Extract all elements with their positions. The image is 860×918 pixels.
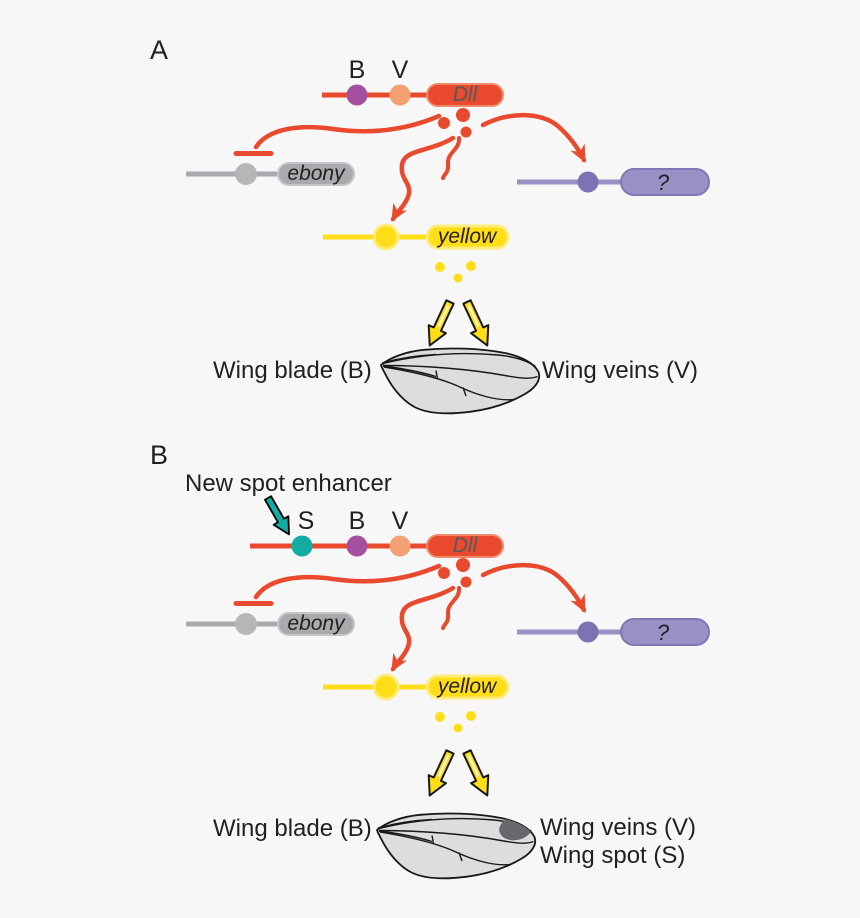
- wing-blade-caption-b: Wing blade (B): [213, 815, 372, 842]
- regulatory-network-a: [186, 108, 709, 350]
- enhancer-b-site: [346, 535, 368, 557]
- wing-veins-caption-b: Wing veins (V): [540, 814, 696, 841]
- enhancer-v-site: [389, 84, 411, 106]
- dll-locus-b: S B V Dll: [250, 507, 504, 558]
- regulatory-network-b: [186, 558, 709, 800]
- enhancer-v-label: V: [392, 56, 409, 84]
- dll-gene-box: [426, 534, 504, 558]
- new-spot-enhancer-annotation: New spot enhancer: [185, 470, 392, 497]
- enhancer-b-site: [346, 84, 368, 106]
- dll-locus-a: B V Dll: [322, 56, 504, 107]
- wing-spot-caption-b: Wing spot (S): [540, 842, 685, 869]
- enhancer-v-site: [389, 535, 411, 557]
- enhancer-s-site: [291, 535, 313, 557]
- panel-a: A B V Dll Wing blade (B) Wing veins (V): [150, 35, 860, 415]
- dll-gene-box: [426, 83, 504, 107]
- panel-b-label: B: [150, 445, 168, 470]
- enhancer-b-label: B: [349, 507, 366, 535]
- enhancer-s-label: S: [298, 507, 315, 535]
- panel-b: B New spot enhancer S B V Dll Wing blade…: [150, 445, 860, 880]
- wing-a: [380, 347, 541, 415]
- enhancer-b-label: B: [349, 56, 366, 84]
- panel-a-label: A: [150, 35, 168, 65]
- dll-gene-label: Dll: [453, 534, 479, 557]
- wing-veins-caption-a: Wing veins (V): [542, 357, 698, 384]
- dll-gene-label: Dll: [453, 83, 479, 106]
- new-spot-enhancer-arrow: [264, 495, 290, 536]
- enhancer-v-label: V: [392, 507, 409, 535]
- wing-blade-caption-a: Wing blade (B): [213, 357, 372, 384]
